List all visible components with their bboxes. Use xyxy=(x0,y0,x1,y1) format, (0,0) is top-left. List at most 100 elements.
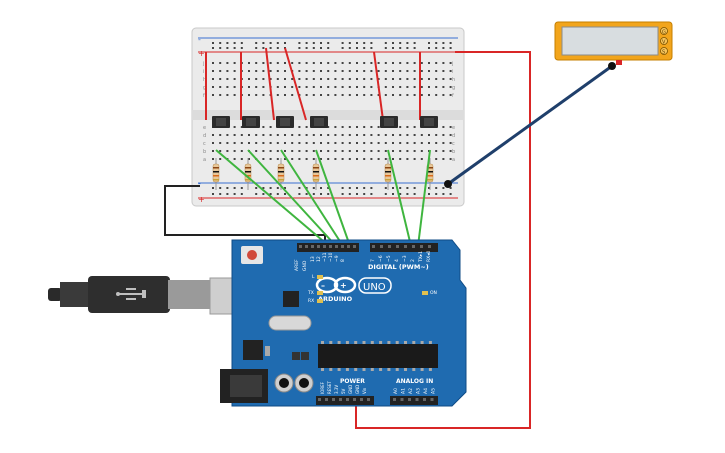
terminal-hole[interactable] xyxy=(269,134,272,136)
terminal-hole[interactable] xyxy=(305,86,308,88)
rail-hole[interactable] xyxy=(428,42,430,44)
header-pin[interactable] xyxy=(372,245,375,248)
lcd-pin-g[interactable] xyxy=(660,27,668,35)
terminal-hole[interactable] xyxy=(363,62,366,64)
terminal-hole[interactable] xyxy=(370,126,373,128)
header-power[interactable] xyxy=(316,396,374,405)
terminal-hole[interactable] xyxy=(334,150,337,152)
terminal-hole[interactable] xyxy=(248,142,250,144)
rail-hole[interactable] xyxy=(240,47,243,49)
resistor[interactable] xyxy=(212,158,220,190)
rail-hole[interactable] xyxy=(255,193,258,195)
rail-hole[interactable] xyxy=(276,42,279,44)
terminal-hole[interactable] xyxy=(226,70,229,72)
terminal-hole[interactable] xyxy=(377,94,380,96)
terminal-hole[interactable] xyxy=(341,150,344,152)
rail-hole[interactable] xyxy=(226,47,229,49)
terminal-hole[interactable] xyxy=(370,158,373,160)
rail-hole[interactable] xyxy=(327,47,330,49)
rail-hole[interactable] xyxy=(370,187,373,189)
terminal-hole[interactable] xyxy=(377,150,380,152)
rail-hole[interactable] xyxy=(298,42,301,44)
header-pin[interactable] xyxy=(388,245,391,248)
terminal-hole[interactable] xyxy=(240,126,243,128)
lcd-signal-wire[interactable] xyxy=(447,64,613,186)
terminal-hole[interactable] xyxy=(212,150,214,152)
header-analog[interactable] xyxy=(390,396,438,405)
green-wire-3[interactable] xyxy=(280,149,344,247)
terminal-hole[interactable] xyxy=(377,142,380,144)
terminal-hole[interactable] xyxy=(291,158,294,160)
terminal-hole[interactable] xyxy=(212,78,214,80)
terminal-hole[interactable] xyxy=(233,86,236,88)
rail-hole[interactable] xyxy=(341,187,344,189)
terminal-hole[interactable] xyxy=(399,126,402,128)
terminal-hole[interactable] xyxy=(240,142,243,144)
terminal-hole[interactable] xyxy=(226,62,229,64)
header-pin[interactable] xyxy=(396,245,399,248)
rail-hole[interactable] xyxy=(262,42,265,44)
terminal-hole[interactable] xyxy=(276,78,279,80)
terminal-hole[interactable] xyxy=(276,158,279,160)
terminal-hole[interactable] xyxy=(428,142,430,144)
terminal-hole[interactable] xyxy=(219,70,222,72)
terminal-hole[interactable] xyxy=(269,142,272,144)
terminal-hole[interactable] xyxy=(233,70,236,72)
terminal-hole[interactable] xyxy=(269,150,272,152)
terminal-hole[interactable] xyxy=(327,86,330,88)
terminal-hole[interactable] xyxy=(298,134,301,136)
terminal-hole[interactable] xyxy=(341,126,344,128)
rail-hole[interactable] xyxy=(312,47,315,49)
terminal-hole[interactable] xyxy=(320,142,322,144)
terminal-hole[interactable] xyxy=(320,158,322,160)
terminal-hole[interactable] xyxy=(298,150,301,152)
rail-hole[interactable] xyxy=(298,193,301,195)
terminal-hole[interactable] xyxy=(312,150,315,152)
terminal-hole[interactable] xyxy=(284,158,286,160)
terminal-hole[interactable] xyxy=(291,150,294,152)
terminal-hole[interactable] xyxy=(406,158,409,160)
terminal-hole[interactable] xyxy=(356,142,358,144)
terminal-hole[interactable] xyxy=(413,158,416,160)
terminal-hole[interactable] xyxy=(399,78,402,80)
terminal-hole[interactable] xyxy=(320,134,322,136)
header-pin[interactable] xyxy=(404,245,407,248)
rail-hole[interactable] xyxy=(363,193,366,195)
terminal-hole[interactable] xyxy=(327,78,330,80)
lcd-connector[interactable] xyxy=(608,62,616,70)
terminal-hole[interactable] xyxy=(240,134,243,136)
resistor[interactable] xyxy=(312,158,320,190)
terminal-hole[interactable] xyxy=(341,134,344,136)
terminal-hole[interactable] xyxy=(312,94,315,96)
terminal-hole[interactable] xyxy=(392,158,394,160)
terminal-hole[interactable] xyxy=(262,70,265,72)
rail-hole[interactable] xyxy=(219,42,222,44)
terminal-hole[interactable] xyxy=(298,78,301,80)
rail-hole[interactable] xyxy=(226,193,229,195)
rail-hole[interactable] xyxy=(413,187,416,189)
rail-hole[interactable] xyxy=(384,47,387,49)
terminal-hole[interactable] xyxy=(363,150,366,152)
terminal-hole[interactable] xyxy=(312,86,315,88)
terminal-hole[interactable] xyxy=(435,158,438,160)
terminal-hole[interactable] xyxy=(370,94,373,96)
terminal-hole[interactable] xyxy=(384,78,387,80)
terminal-hole[interactable] xyxy=(320,62,322,64)
rail-hole[interactable] xyxy=(384,193,387,195)
rail-hole[interactable] xyxy=(276,47,279,49)
rail-hole[interactable] xyxy=(399,42,402,44)
rail-hole[interactable] xyxy=(392,42,394,44)
terminal-hole[interactable] xyxy=(284,134,286,136)
terminal-hole[interactable] xyxy=(420,86,423,88)
terminal-hole[interactable] xyxy=(435,150,438,152)
power-wire[interactable] xyxy=(355,51,531,429)
terminal-hole[interactable] xyxy=(370,134,373,136)
terminal-hole[interactable] xyxy=(305,142,308,144)
resistor[interactable] xyxy=(384,158,392,190)
green-wire-4[interactable] xyxy=(315,149,351,247)
rail-hole[interactable] xyxy=(240,187,243,189)
terminal-hole[interactable] xyxy=(356,70,358,72)
green-wire-6[interactable] xyxy=(417,149,431,247)
terminal-hole[interactable] xyxy=(413,94,416,96)
rail-hole[interactable] xyxy=(341,47,344,49)
